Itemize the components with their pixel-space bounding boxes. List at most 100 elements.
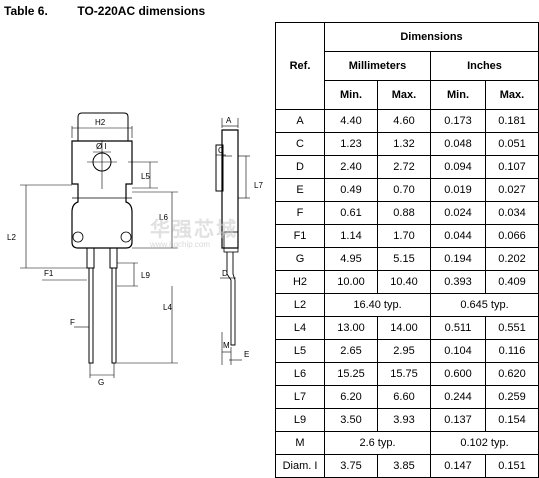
- in-min-cell: 0.511: [430, 316, 486, 340]
- c-label: C: [218, 146, 224, 155]
- d-label: D: [222, 269, 228, 278]
- in-max-cell: 0.034: [485, 201, 539, 225]
- mm-min-cell: 2.40: [324, 155, 378, 179]
- h2-label: H2: [95, 118, 106, 127]
- ref-cell: G: [275, 247, 325, 271]
- in-max-cell: 0.027: [485, 178, 539, 202]
- mm-max-cell: 15.75: [377, 362, 431, 386]
- watermark: 华强芯城: [150, 219, 238, 241]
- mm-min-cell: 15.25: [324, 362, 378, 386]
- millimeters-header: Millimeters: [324, 51, 431, 81]
- table-number: Table 6.: [4, 4, 48, 18]
- l4-label: L4: [163, 303, 172, 312]
- in-max-cell: 0.051: [485, 132, 539, 156]
- mm-min-cell: 4.40: [324, 109, 378, 133]
- in-min-cell: 0.147: [430, 454, 486, 478]
- front-tab-outline: [77, 112, 129, 141]
- lead-right-lower: [111, 267, 117, 364]
- mm-max-cell: 3.93: [377, 408, 431, 432]
- mm-max-header: Max.: [377, 80, 431, 110]
- mm-max-cell: 2.72: [377, 155, 431, 179]
- watermark-url: www.hqchip.com: [150, 240, 211, 249]
- ref-cell: E: [275, 178, 325, 202]
- mm-min-cell: 1.23: [324, 132, 378, 156]
- f1-label: F1: [44, 269, 54, 278]
- side-lead-block: [223, 231, 239, 253]
- l6-label: L6: [159, 213, 168, 222]
- package-drawing: H2 Ø I L5 L6 L2 F1 L9 L4 F G A C L7 D M …: [7, 112, 263, 387]
- ref-cell: L9: [275, 408, 325, 432]
- ref-cell: L4: [275, 316, 325, 340]
- ref-header: Ref.: [275, 22, 325, 110]
- in-max-cell: 0.409: [485, 270, 539, 294]
- mm-min-cell: 2.65: [324, 339, 378, 363]
- mm-max-cell: 2.95: [377, 339, 431, 363]
- ref-cell: L5: [275, 339, 325, 363]
- in-min-cell: 0.019: [430, 178, 486, 202]
- in-min-cell: 0.173: [430, 109, 486, 133]
- lead-left-lower: [88, 267, 94, 364]
- ref-cell: Diam. I: [275, 454, 325, 478]
- mm-max-cell: 3.85: [377, 454, 431, 478]
- inches-header: Inches: [430, 51, 539, 81]
- in-max-cell: 0.259: [485, 385, 539, 409]
- table-title: Table 6. TO-220AC dimensions: [4, 4, 205, 18]
- mm-min-cell: 4.95: [324, 247, 378, 271]
- in-min-cell: 0.600: [430, 362, 486, 386]
- mm-min-cell: 0.49: [324, 178, 378, 202]
- dia-label: Ø I: [96, 142, 107, 151]
- mm-max-cell: 14.00: [377, 316, 431, 340]
- ref-cell: F: [275, 201, 325, 225]
- m-label: M: [223, 341, 230, 350]
- f-label: F: [70, 318, 75, 327]
- l2-label: L2: [7, 233, 16, 242]
- body-notch-left: [72, 231, 84, 243]
- in-min-cell: 0.244: [430, 385, 486, 409]
- in-min-cell: 0.393: [430, 270, 486, 294]
- mm-max-cell: 0.88: [377, 201, 431, 225]
- in-min-cell: 0.044: [430, 224, 486, 248]
- in-typ-cell: 0.645 typ.: [430, 293, 539, 317]
- in-max-cell: 0.620: [485, 362, 539, 386]
- g-label: G: [98, 378, 104, 387]
- e-label: E: [244, 350, 249, 359]
- mm-max-cell: 0.70: [377, 178, 431, 202]
- table-caption: TO-220AC dimensions: [77, 4, 206, 18]
- l7-label: L7: [254, 181, 263, 190]
- ref-cell: C: [275, 132, 325, 156]
- in-min-cell: 0.137: [430, 408, 486, 432]
- side-tab: [215, 144, 224, 192]
- mm-min-cell: 13.00: [324, 316, 378, 340]
- in-max-cell: 0.181: [485, 109, 539, 133]
- in-min-cell: 0.104: [430, 339, 486, 363]
- mm-min-cell: 3.50: [324, 408, 378, 432]
- in-max-cell: 0.066: [485, 224, 539, 248]
- in-min-cell: 0.024: [430, 201, 486, 225]
- in-max-cell: 0.202: [485, 247, 539, 271]
- in-max-cell: 0.107: [485, 155, 539, 179]
- mm-max-cell: 4.60: [377, 109, 431, 133]
- mm-min-cell: 3.75: [324, 454, 378, 478]
- body-notch-right: [120, 231, 132, 243]
- ref-cell: F1: [275, 224, 325, 248]
- in-max-cell: 0.551: [485, 316, 539, 340]
- ref-cell: L6: [275, 362, 325, 386]
- mm-min-cell: 0.61: [324, 201, 378, 225]
- mm-min-cell: 1.14: [324, 224, 378, 248]
- l9-label: L9: [141, 271, 150, 280]
- mm-min-cell: 10.00: [324, 270, 378, 294]
